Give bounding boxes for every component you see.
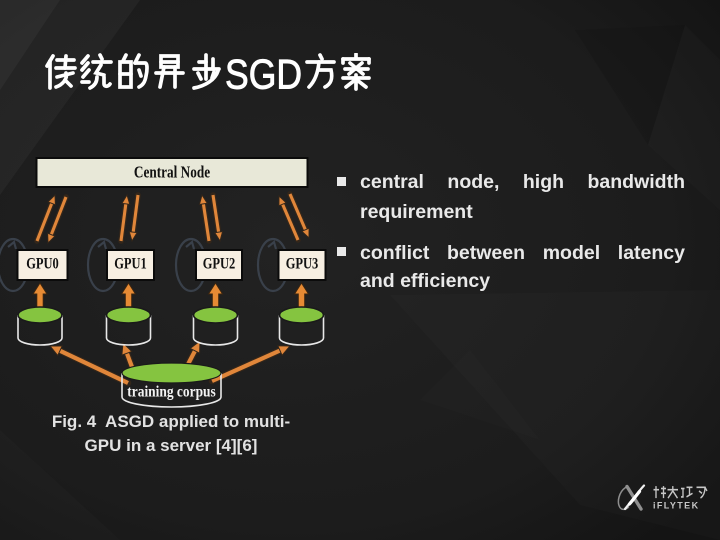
svg-text:GPU0: GPU0 xyxy=(26,255,59,273)
svg-text:training corpus: training corpus xyxy=(127,384,216,401)
svg-text:GPU3: GPU3 xyxy=(286,255,319,273)
svg-text:GPU1: GPU1 xyxy=(114,255,147,273)
svg-text:iFLYTEK: iFLYTEK xyxy=(653,501,699,511)
svg-text:SGD: SGD xyxy=(225,53,302,93)
svg-text:Central Node: Central Node xyxy=(134,163,210,182)
svg-text:GPU2: GPU2 xyxy=(203,255,236,273)
